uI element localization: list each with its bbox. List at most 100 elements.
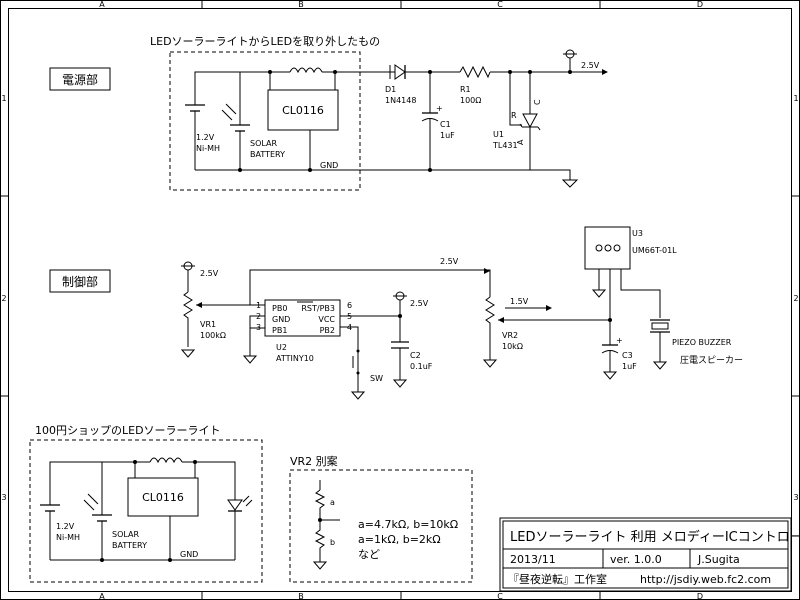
svg-text:+: + [436,104,443,113]
control-section-label: 制御部 [62,274,98,289]
power-section: 電源部 LEDソーラーライトからLEDを取り外したもの CL0116 GND 1… [49,35,608,191]
control-section-label-box [49,269,111,293]
vr1-supply: 2.5V [200,269,219,278]
shop-light-section: 100円ショップのLEDソーラーライト CL0116 GND 1.2V Ni-M… [29,424,263,583]
output-arrow [602,69,608,75]
u2-pin-vcc: VCC [318,315,335,324]
drawing-version: ver. 1.0.0 [610,553,662,566]
row-label-2-right: 2 [793,294,798,303]
website-url: http://jsdiy.web.fc2.com [640,573,771,586]
col-label-a: A [99,0,105,9]
resistor-r1 [459,65,491,79]
u2-pin-pb2: PB2 [320,326,335,335]
pin-r: R [511,111,517,120]
shop-cl0116-label: CL0116 [142,491,184,504]
u2-pin6-num: 6 [347,301,352,310]
light-arrows [221,103,237,121]
resistor-b-label: b [330,538,335,547]
potentiometer-vr2 [485,296,495,360]
row-label-1-right: 1 [793,94,798,103]
resistor-a-label: a [330,498,335,507]
col-label-d: D [697,0,703,9]
vr1-ref: VR1 [200,320,216,329]
wiper-voltage: 1.5V [510,297,529,306]
col-label-c-bottom: C [497,592,503,600]
solar-label-2: BATTERY [250,150,285,159]
vr1-val: 100kΩ [200,331,226,340]
col-label-c: C [497,0,503,9]
drawing-date: 2013/11 [510,553,556,566]
pin-a: A [516,139,525,145]
vcc-supply: 2.5V [410,299,429,308]
shop-led [227,499,243,511]
c2-ref: C2 [410,351,421,360]
u2-pin-rst: RST/PB3 [301,304,335,313]
sw-label: SW [370,374,383,383]
col-label-b-bottom: B [298,592,304,600]
vr2-ref: VR2 [502,331,518,340]
svg-text:+: + [616,336,623,345]
diode-d1 [394,64,406,80]
drawing-author: J.Sugita [697,553,740,566]
col-label-a-bottom: A [99,592,105,600]
resistor-b [314,520,326,562]
u3-part: UM66T-01L [632,246,677,255]
resistor-a [314,489,326,520]
c1-ref: C1 [440,120,451,129]
solar-light-module-box [169,51,361,191]
attiny10-ic [264,299,341,337]
u2-pin-pb0: PB0 [272,304,287,313]
col-label-b: B [298,0,304,9]
battery-type: Ni-MH [196,144,220,153]
battery-voltage: 1.2V [196,133,215,142]
shop-solar-label-2: BATTERY [112,541,147,550]
row-label-3-right: 3 [793,493,798,502]
vr2-alt-line1: a=4.7kΩ, b=10kΩ [358,518,458,531]
u2-part: ATTINY10 [276,354,314,363]
vr2-val: 10kΩ [502,342,523,351]
c2-val: 0.1uF [410,362,433,371]
title-block: LEDソーラーライト 利用 メロディーICコントローラ 2013/11 ver.… [499,517,800,592]
shop-cl0116-ic [127,477,199,517]
vout-label: 2.5V [581,61,600,70]
gnd-label: GND [320,161,338,170]
um66t-ic [584,226,631,270]
solar-label-1: SOLAR [250,139,277,148]
r1-val: 100Ω [460,96,481,105]
c3-ref: C3 [622,351,633,360]
drawing-title: LEDソーラーライト 利用 メロディーICコントローラ [510,529,800,545]
u2-pin-pb1: PB1 [272,326,287,335]
shop-section-title: 100円ショップのLEDソーラーライト [35,424,221,437]
row-label-2: 2 [1,294,6,303]
tl431-shunt [522,113,538,129]
buzzer-jp: 圧電スピーカー [680,355,743,366]
control-section: 制御部 2.5V VR1 100kΩ PB0 GND PB1 RST/PB3 V… [49,226,743,400]
d1-ref: D1 [385,85,396,94]
vr2-alt-line3: など [358,548,380,561]
shop-battery-type: Ni-MH [56,533,80,542]
power-section-label-box [49,67,111,91]
shop-inductor [149,457,183,464]
shop-gnd-label: GND [180,550,198,559]
row-label-3: 3 [1,493,6,502]
u2-pin-gnd: GND [272,315,290,324]
organization: 『昼夜逆転』工作室 [508,572,607,586]
c1-val: 1uF [440,131,455,140]
col-label-d-bottom: D [697,592,703,600]
u3-ref: U3 [632,229,643,238]
u1-part: TL431 [492,141,518,150]
potentiometer-vr1 [183,291,193,347]
buzzer-en: PIEZO BUZZER [672,338,732,347]
vr2-supply: 2.5V [440,257,459,266]
vr2-alt-box [289,469,473,583]
row-label-1: 1 [1,94,6,103]
shop-light-box [29,439,263,583]
u2-ref: U2 [276,343,287,352]
removed-led-note: LEDソーラーライトからLEDを取り外したもの [150,35,380,48]
vr2-alternative-section: VR2 別案 a b a=4.7kΩ, b=10kΩ a=1kΩ, b=2kΩ … [289,454,473,583]
vr2-alt-title: VR2 別案 [290,454,338,468]
c3-val: 1uF [622,362,637,371]
vr2-alt-line2: a=1kΩ, b=2kΩ [358,533,441,546]
r1-ref: R1 [460,85,471,94]
